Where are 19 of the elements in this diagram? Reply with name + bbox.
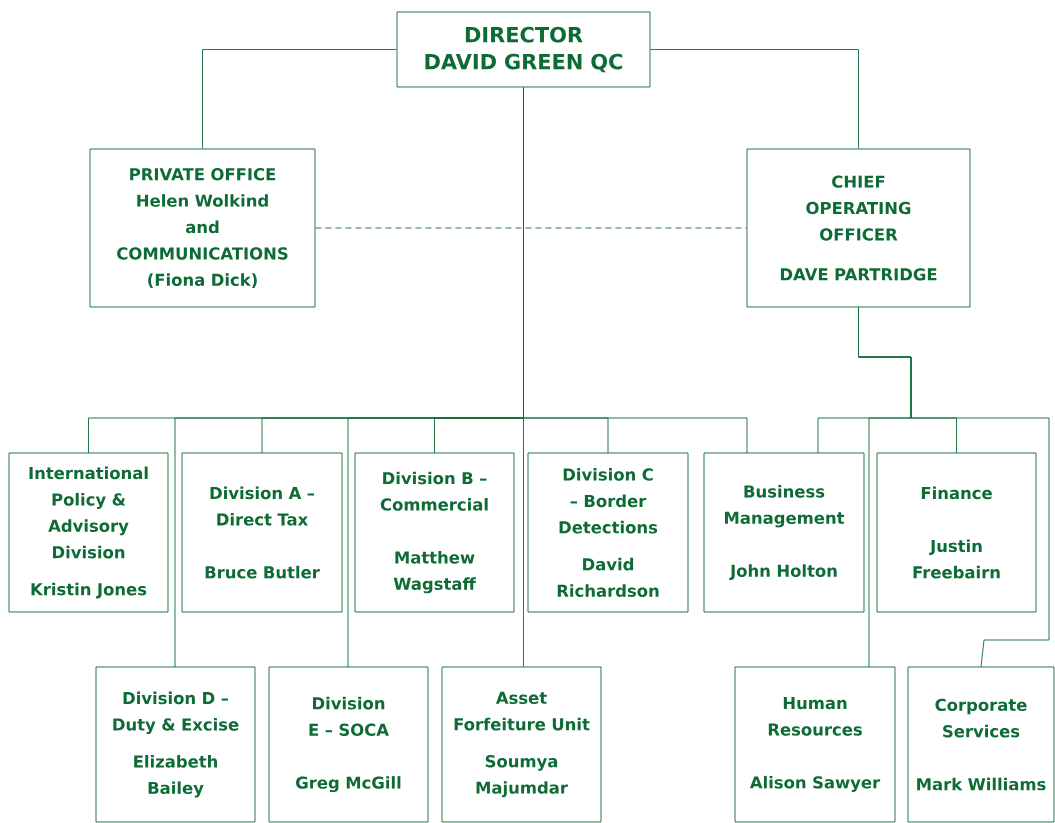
connector-line [315,227,747,229]
org-box: Division B – Commercial Matthew Wagstaff [354,452,515,613]
org-box: Human Resources Alison Sawyer [734,666,896,823]
connector-line [202,49,397,149]
org-box: Finance Justin Freebairn [876,452,1037,613]
connector-line [858,307,1050,667]
org-box: Corporate Services Mark Williams [907,666,1055,823]
org-box: Division D – Duty & Excise Elizabeth Bailey [95,666,256,823]
org-box: Asset Forfeiture Unit Soumya Majumdar [441,666,602,823]
org-box: Division E – SOCA Greg McGill [268,666,429,823]
org-box: Business Management John Holton [703,452,865,613]
connector-line [523,87,748,454]
connector-line [650,49,859,149]
org-box: PRIVATE OFFICE Helen Wolkind and COMMUNICATIONS (Fiona Dick) [89,148,316,308]
org-box: Division C – Border Detections David Richardson [527,452,689,613]
org-box: CHIEF OPERATING OFFICER DAVE PARTRIDGE [746,148,971,308]
org-box: Division A – Direct Tax Bruce Butler [181,452,343,613]
org-box: DIRECTOR DAVID GREEN QC [396,11,651,88]
org-box: International Policy & Advisory Division Kristin Jones [8,452,169,613]
